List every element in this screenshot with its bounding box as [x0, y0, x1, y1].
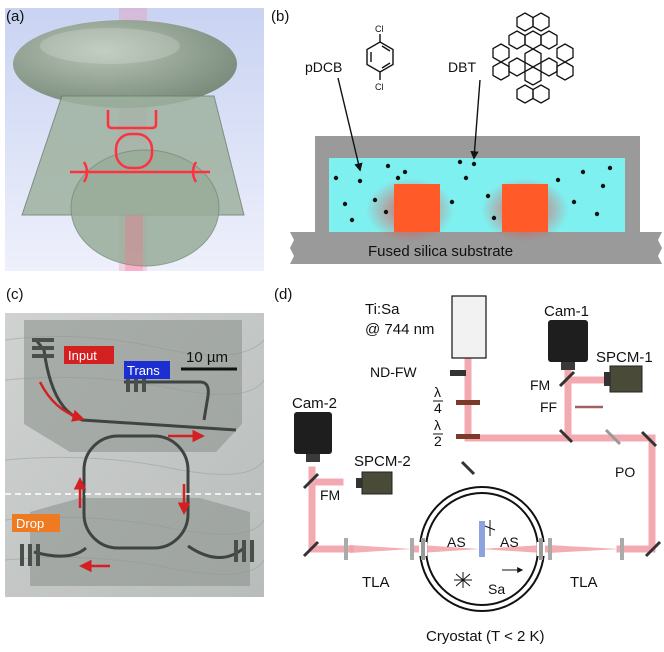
- panel-a-label: (a): [6, 8, 24, 25]
- po-label: PO: [615, 464, 635, 480]
- panel-b: (b) Cl Cl: [271, 8, 662, 264]
- panel-a: (a): [5, 8, 264, 271]
- pdcb-label: pDCB: [305, 59, 342, 75]
- dbt-arrow: [470, 79, 481, 160]
- cl-bottom-label: Cl: [375, 82, 384, 92]
- flow-arrows: [38, 381, 205, 573]
- nd-filter-wheel: [450, 370, 466, 376]
- cam-2: [294, 412, 332, 462]
- spcm-2-label: SPCM-2: [354, 453, 411, 470]
- spcm-1-label: SPCM-1: [596, 349, 653, 366]
- scale-bar-label: 10 µm: [186, 349, 228, 366]
- panel-d-label: (d): [274, 286, 292, 303]
- hwp-den: 2: [434, 433, 442, 449]
- ti-sa-laser: [451, 295, 487, 359]
- top-pad: [24, 320, 242, 452]
- cam-1: [548, 320, 588, 370]
- half-waveplate: [456, 434, 480, 439]
- panel-c-label: (c): [6, 286, 24, 303]
- trans-tag: [124, 361, 170, 379]
- bottom-pad: [30, 498, 250, 586]
- sample-disk: [70, 149, 220, 267]
- focusing-cones: [350, 545, 620, 553]
- cryostat-label: Cryostat (T < 2 K): [426, 628, 545, 645]
- panel-d: (d) Ti:Sa @ 744 nm: [274, 286, 662, 645]
- sa-label: Sa: [488, 581, 505, 597]
- pdcb-arrow: [337, 77, 363, 172]
- dbt-molecules: [333, 159, 613, 223]
- quarter-waveplate: [456, 400, 480, 405]
- sample: [479, 521, 485, 557]
- waveguide-circuit: [70, 110, 210, 183]
- tla-right-label: TLA: [570, 574, 598, 591]
- objective-lens: [13, 20, 237, 108]
- pick-off: [604, 428, 622, 446]
- ff-label: FF: [540, 399, 557, 415]
- trans-label: Trans: [127, 363, 160, 378]
- spcm-1: [604, 365, 643, 393]
- qwp-num: λ: [434, 384, 441, 400]
- fm-right-label: FM: [530, 377, 550, 393]
- positioner-arrows: [454, 520, 524, 588]
- mirrors: [302, 370, 662, 558]
- lenses: [344, 538, 624, 560]
- dbt-molecule: [492, 12, 574, 104]
- dbt-label: DBT: [448, 59, 476, 75]
- hwp-num: λ: [434, 417, 441, 433]
- cam-2-label: Cam-2: [292, 395, 337, 412]
- panel-b-label: (b): [271, 8, 289, 25]
- laser-name: Ti:Sa: [365, 301, 400, 318]
- drop-tag: [12, 514, 60, 532]
- grating-couplers: [20, 338, 254, 566]
- pdcb-molecule: [366, 34, 394, 80]
- cl-top-label: Cl: [375, 24, 384, 34]
- substrate-label: Fused silica substrate: [368, 243, 513, 260]
- tla-left-label: TLA: [362, 574, 390, 591]
- cryostat-windows: [421, 538, 543, 560]
- cam-1-label: Cam-1: [544, 303, 589, 320]
- qwp-den: 4: [434, 400, 442, 416]
- spcm-2: [356, 471, 393, 495]
- input-tag: [64, 346, 114, 364]
- input-label: Input: [68, 348, 97, 363]
- laser-wavelength: @ 744 nm: [365, 321, 434, 338]
- as-right-label: AS: [500, 534, 519, 550]
- panel-c: (c): [4, 286, 265, 597]
- nd-fw-label: ND-FW: [370, 364, 417, 380]
- waveguide-left: [394, 184, 440, 232]
- fm-left-label: FM: [320, 487, 340, 503]
- drop-label: Drop: [16, 516, 44, 531]
- as-left-label: AS: [447, 534, 466, 550]
- waveguide-right: [502, 184, 548, 232]
